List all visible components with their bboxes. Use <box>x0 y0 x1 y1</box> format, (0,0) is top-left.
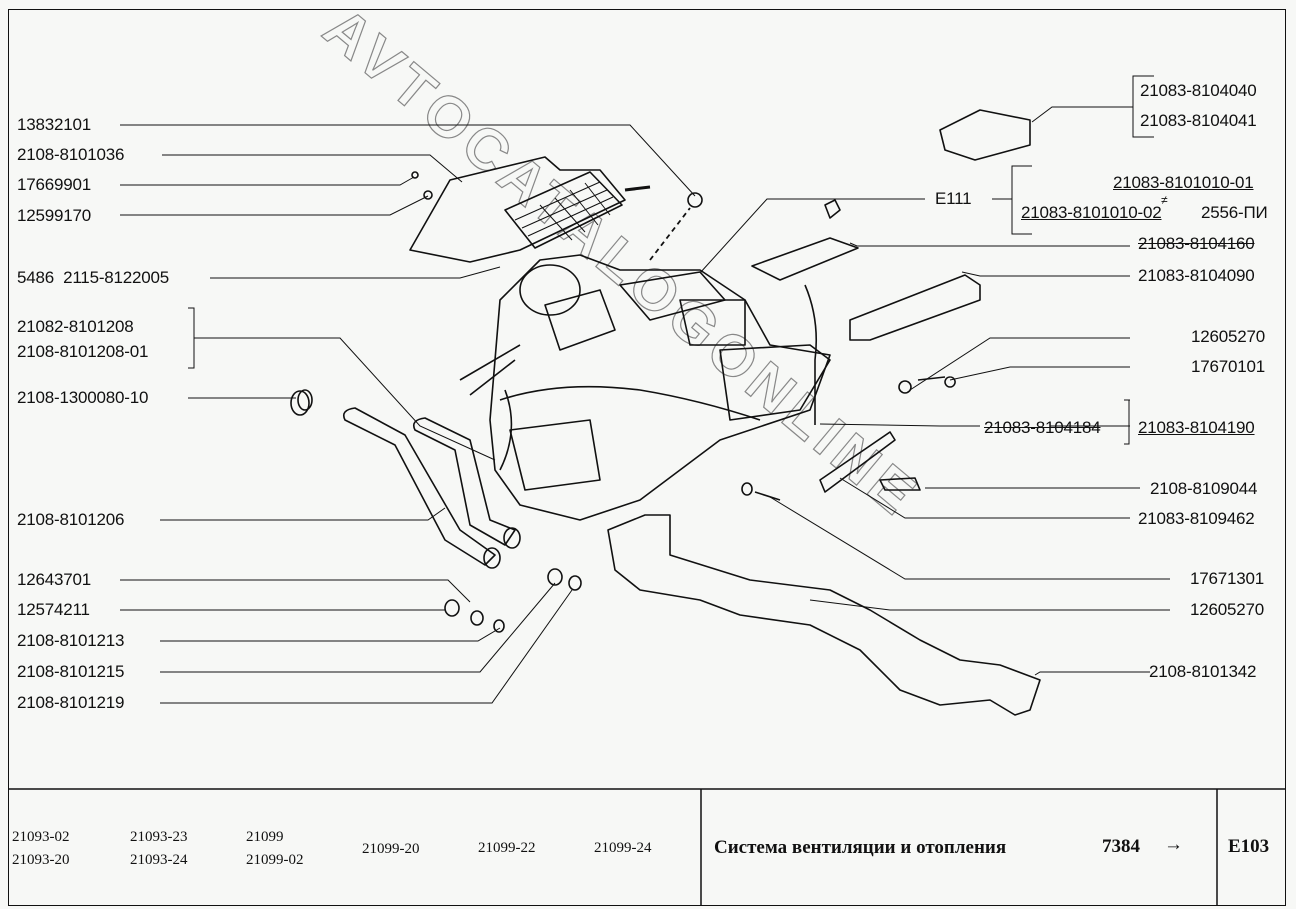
cap <box>898 380 912 394</box>
model-code: 21099 <box>246 829 284 845</box>
heater-hose-1 <box>342 407 496 566</box>
part-label[interactable]: 21083-8101010-01 <box>1113 173 1254 192</box>
part-label[interactable]: 21083-8109462 <box>1138 509 1255 528</box>
model-code: 21099-22 <box>478 840 536 856</box>
control-cable <box>804 284 818 425</box>
not-equal-mark: ≠ <box>1161 193 1168 207</box>
model-code: 21093-20 <box>12 852 70 868</box>
page-code[interactable]: E103 <box>1228 836 1270 857</box>
air-intake-grille <box>409 156 626 263</box>
part-label[interactable]: 12643701 <box>17 570 92 589</box>
part-label[interactable]: 2108-8101215 <box>17 662 125 681</box>
slider-panel <box>751 237 859 281</box>
next-page-arrow-icon[interactable]: → <box>1164 834 1183 855</box>
part-label[interactable]: 2556-ПИ <box>1201 203 1268 222</box>
grommet <box>547 568 563 586</box>
part-drawings <box>290 109 1041 716</box>
svg-text:AVTOCATALOGONLINE: AVTOCATALOGONLINE <box>312 0 932 530</box>
part-label[interactable]: 21083-8104090 <box>1138 266 1255 285</box>
part-label[interactable]: 2108-8101206 <box>17 510 125 529</box>
part-label[interactable]: 2108-8101036 <box>17 145 125 164</box>
part-label[interactable]: 2108-8101213 <box>17 631 125 650</box>
model-code: 21093-24 <box>130 852 188 868</box>
part-label[interactable]: 2108-8101208-01 <box>17 342 149 361</box>
knob <box>879 477 921 491</box>
part-label[interactable]: 17670101 <box>1191 357 1266 376</box>
part-label[interactable]: 17669901 <box>17 175 92 194</box>
heater-hose-2 <box>412 417 516 546</box>
washer <box>493 619 505 633</box>
part-label[interactable]: 2108-8109044 <box>1150 479 1258 498</box>
part-label[interactable]: 21083-8104041 <box>1140 111 1257 130</box>
switch-block <box>849 274 981 341</box>
callout-e111[interactable]: E111 <box>935 189 972 208</box>
model-code: 21093-02 <box>12 829 70 845</box>
part-label[interactable]: 21083-8104040 <box>1140 81 1257 100</box>
part-label[interactable]: 12605270 <box>1190 600 1265 619</box>
drawing-frame <box>8 9 1286 906</box>
part-label[interactable]: 12605270 <box>1191 327 1266 346</box>
part-label[interactable]: 2108-1300080-10 <box>17 388 149 407</box>
heater-housing <box>489 254 831 521</box>
part-label[interactable]: 21082-8101208 <box>17 317 134 336</box>
part-label[interactable]: 21083-8101010-02 <box>1021 203 1162 222</box>
screw-17671301 <box>741 482 753 496</box>
catalog-number: 7384 <box>1102 836 1140 857</box>
part-label[interactable]: 21083-8104160 <box>1138 234 1255 253</box>
part-label[interactable]: 17671301 <box>1190 569 1265 588</box>
leader-lines-right <box>649 75 1170 676</box>
nut <box>687 192 703 208</box>
part-label[interactable]: 2108-8101219 <box>17 693 125 712</box>
floor-air-duct <box>607 514 1041 716</box>
part-label[interactable]: 12599170 <box>17 206 92 225</box>
watermark: AVTOCATALOGONLINE <box>311 0 932 531</box>
part-label[interactable]: 5486 2115-8122005 <box>17 268 170 287</box>
hose-nut <box>444 599 460 617</box>
washer <box>470 610 484 626</box>
model-code: 21099-24 <box>594 840 652 856</box>
model-code: 21099-02 <box>246 852 304 868</box>
model-code: 21099-20 <box>362 841 420 857</box>
part-label[interactable]: 21083-8104190 <box>1138 418 1255 437</box>
slider-guide <box>819 431 896 493</box>
part-label[interactable]: 13832101 <box>17 115 92 134</box>
grommet <box>568 575 582 591</box>
footer-grid <box>8 788 1286 906</box>
hose-clamp <box>290 390 310 416</box>
diagram-title: Система вентиляции и отопления <box>714 837 1007 858</box>
model-code: 21093-23 <box>130 829 188 845</box>
screw <box>917 376 956 388</box>
leader-lines-left <box>120 124 696 704</box>
part-label[interactable]: 2108-8101342 <box>1149 662 1257 681</box>
face-vent <box>939 109 1031 161</box>
part-label[interactable]: 12574211 <box>17 600 90 619</box>
part-label[interactable]: 21083-8104184 <box>984 418 1101 437</box>
